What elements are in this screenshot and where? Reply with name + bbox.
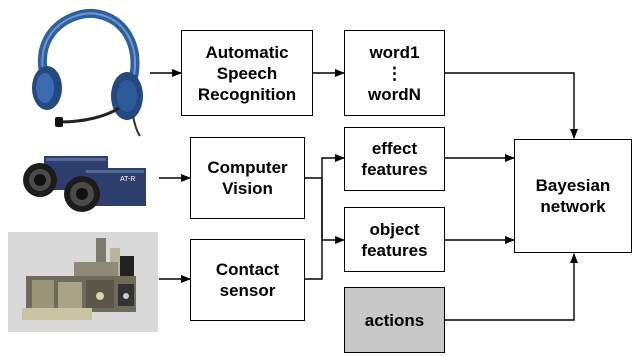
asr-box: Automatic Speech Recognition <box>181 30 313 116</box>
svg-text:AT-R: AT-R <box>120 176 135 183</box>
arrow-to-effect <box>321 154 345 178</box>
effect-features-box: effect features <box>344 127 445 191</box>
contact-sensor-box: Contact sensor <box>190 239 305 321</box>
computer-vision-box: Computer Vision <box>190 137 305 219</box>
arrow-words-to-bayes <box>445 72 578 139</box>
camera-icon: AT-R <box>23 156 146 212</box>
robot-hand-icon <box>8 232 158 332</box>
actions-box: actions <box>344 287 445 353</box>
bayesian-network-box: Bayesian network <box>514 139 632 253</box>
arrow-to-object <box>321 178 345 244</box>
words-box: word1 ⋮ wordN <box>344 30 445 116</box>
object-features-box: object features <box>344 207 445 272</box>
connector-vision-out <box>305 177 323 280</box>
arrow-actions-to-bayes <box>445 253 578 321</box>
headset-icon <box>32 8 143 137</box>
